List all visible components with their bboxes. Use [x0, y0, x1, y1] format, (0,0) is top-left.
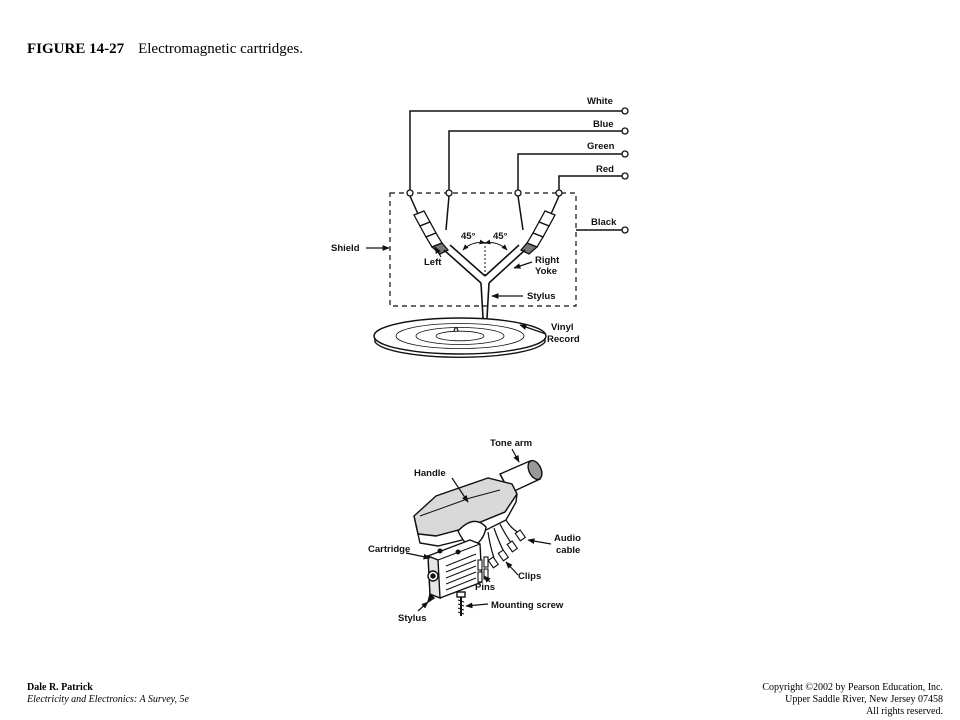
shield-box: [389, 192, 577, 307]
copyright-line-1: Copyright ©2002 by Pearson Education, In…: [762, 682, 943, 693]
terminal-blue: [621, 127, 629, 135]
terminal-black: [621, 226, 629, 234]
stylus-bottom-label: Stylus: [398, 613, 427, 624]
figure-caption: Electromagnetic cartridges.: [138, 41, 304, 57]
left-coil: [413, 210, 450, 255]
cartridge-label: Cartridge: [368, 544, 410, 555]
author-name: Dale R. Patrick: [27, 682, 93, 693]
left-label: Left: [424, 257, 442, 268]
footer-author-block: Dale R. Patrick Electricity and Electron…: [27, 682, 189, 706]
copyright-line-3: All rights reserved.: [866, 706, 943, 717]
vinyl-record: [373, 317, 547, 358]
wire-label-black: Black: [591, 217, 617, 228]
stereo-cartridge-schematic: [366, 107, 629, 358]
yoke-label: Yoke: [535, 266, 557, 277]
mounting-screw-label: Mounting screw: [491, 600, 564, 611]
right-label: Right: [535, 255, 560, 266]
handle-label: Handle: [414, 468, 446, 479]
stylus-tip: [426, 592, 436, 604]
vinyl-label: Vinyl: [551, 322, 574, 333]
wire-label-blue: Blue: [593, 119, 614, 130]
wire-blue: [448, 130, 622, 193]
terminal-red: [621, 172, 629, 180]
tone-arm-label: Tone arm: [490, 438, 532, 449]
terminal-white: [621, 107, 629, 115]
copyright-line-2: Upper Saddle River, New Jersey 07458: [785, 694, 943, 705]
figure-number: FIGURE 14-27: [27, 41, 125, 57]
clips: [487, 529, 527, 569]
wire-red: [558, 175, 622, 193]
book-title: Electricity and Electronics: A Survey, 5…: [27, 694, 189, 705]
figure-title: FIGURE 14-27 Electromagnetic cartridges.: [27, 41, 303, 58]
wire-label-green: Green: [587, 141, 615, 152]
mounting-screw: [456, 591, 466, 616]
pins-label: Pins: [475, 582, 495, 593]
angle-label-left: 45°: [461, 231, 476, 242]
right-coil: [519, 210, 556, 255]
audio-label: Audio: [554, 533, 581, 544]
shield-label: Shield: [331, 243, 360, 254]
cable-label: cable: [556, 545, 580, 556]
footer-copyright-block: Copyright ©2002 by Pearson Education, In…: [762, 682, 943, 718]
headshell: [413, 477, 518, 549]
cartridge-assembly-drawing: [413, 459, 543, 616]
clips-label: Clips: [518, 571, 541, 582]
stylus-label: Stylus: [527, 291, 556, 302]
yoke: [443, 244, 526, 328]
wire-label-red: Red: [596, 164, 614, 175]
wire-white: [409, 110, 622, 193]
wire-green: [517, 153, 622, 193]
angle-label-right: 45°: [493, 231, 508, 242]
record-label: Record: [547, 334, 580, 345]
terminal-green: [621, 150, 629, 158]
cartridge-body: [427, 539, 483, 600]
wire-label-white: White: [587, 96, 613, 107]
